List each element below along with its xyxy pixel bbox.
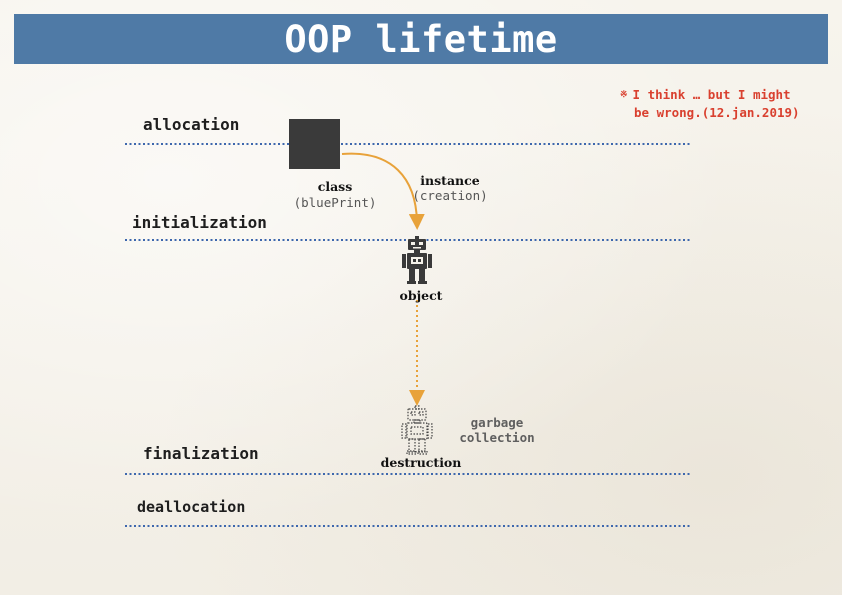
disclaimer-note: ※ I think … but I might be wrong.(12.jan.…: [620, 86, 830, 121]
gc-line-1: garbage: [470, 415, 524, 430]
class-label: class: [317, 179, 353, 194]
destruction-label: destruction: [380, 455, 462, 470]
page-title: OOP lifetime: [284, 17, 558, 61]
stage-deallocation: deallocation: [137, 498, 246, 516]
stage-finalization: finalization: [143, 444, 259, 463]
garbage-collection-label: garbage collection: [447, 415, 547, 445]
note-mark: ※: [620, 90, 628, 100]
instance-label: instance: [420, 173, 480, 188]
note-line-1: I think … but I might: [632, 87, 791, 102]
stage-initialization: initialization: [132, 213, 267, 232]
title-bar: OOP lifetime: [14, 14, 828, 64]
stage-allocation: allocation: [143, 115, 240, 134]
instance-arrow: [341, 152, 425, 230]
object-label: object: [399, 288, 443, 303]
gc-line-2: collection: [459, 430, 535, 445]
robot-icon: [402, 236, 432, 284]
dotted-robot-icon: [401, 405, 433, 455]
class-sub-label: (bluePrint): [293, 195, 377, 210]
note-line-2: be wrong.(12.jan.2019): [634, 105, 800, 120]
instance-sub-label: (creation): [412, 188, 488, 203]
square-block-icon: [289, 119, 340, 169]
